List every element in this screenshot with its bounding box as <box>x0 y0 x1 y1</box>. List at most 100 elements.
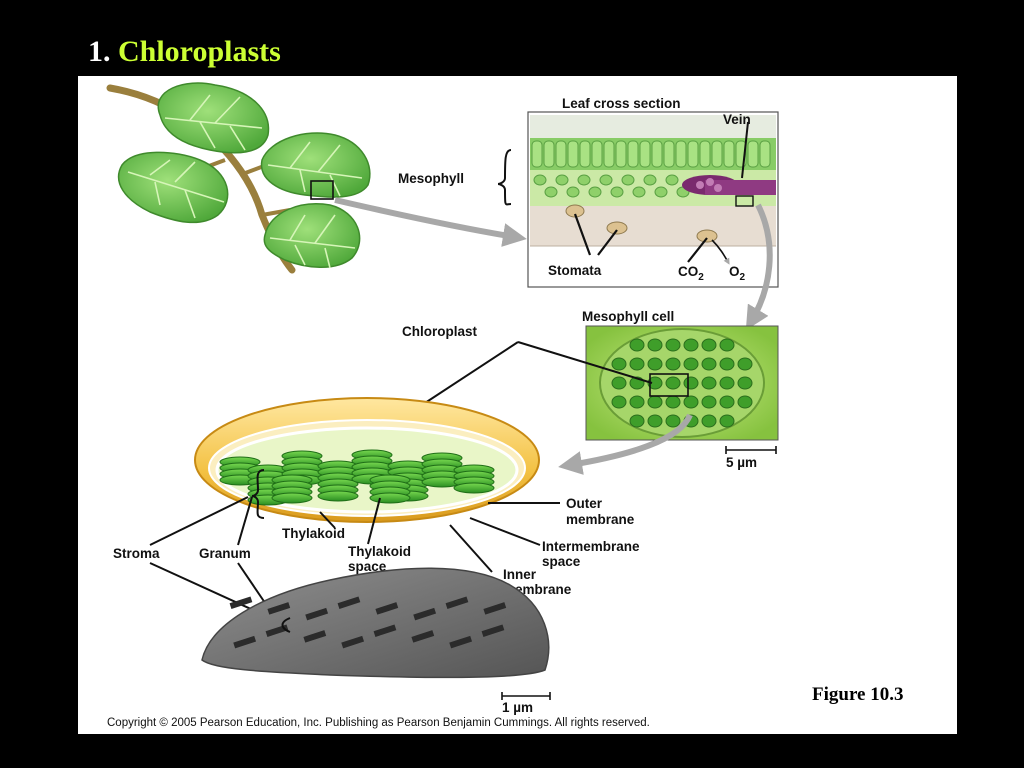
spongy-cell <box>643 174 657 186</box>
spongy-cell <box>555 174 569 186</box>
spongy-cell <box>621 174 635 186</box>
palisade-cell <box>579 140 591 168</box>
spongy-cell <box>632 186 646 198</box>
label-granum: Granum <box>199 546 251 561</box>
palisade-cell <box>663 140 675 168</box>
o2-subscript: 2 <box>740 272 746 283</box>
copyright-notice: Copyright © 2005 Pearson Education, Inc.… <box>107 717 650 729</box>
electron-micrograph: 1 µm <box>201 567 551 715</box>
cell-chloroplast <box>737 357 753 371</box>
cell-chloroplast <box>629 395 645 409</box>
co2-text: CO <box>678 264 698 279</box>
zoom-box-cross-section <box>735 195 754 207</box>
stomata-pores <box>565 204 718 243</box>
mesophyll-cell: Mesophyll cell 5 µm <box>582 309 779 470</box>
cell-chloroplast <box>665 414 681 428</box>
cell-chloroplast <box>629 414 645 428</box>
label-intermembrane-1: Intermembrane <box>542 539 640 554</box>
cell-chloroplast <box>629 357 645 371</box>
cell-chloroplast <box>683 338 699 352</box>
leaf-branch <box>106 82 371 274</box>
palisade-cell <box>723 140 735 168</box>
palisade-cell <box>675 140 687 168</box>
label-thylakoid: Thylakoid <box>282 526 345 541</box>
micrograph-granum <box>411 630 435 643</box>
palisade-cell <box>627 140 639 168</box>
cell-chloroplast <box>647 414 663 428</box>
cell-chloroplast <box>611 357 627 371</box>
palisade-cell <box>639 140 651 168</box>
spongy-cell <box>588 186 602 198</box>
palisade-cell <box>531 140 543 168</box>
micrograph-granum <box>445 596 469 609</box>
thylakoid-disk <box>369 492 411 504</box>
o2-text: O <box>729 264 740 279</box>
leaf <box>157 82 270 154</box>
micrograph-granum <box>305 607 329 621</box>
spongy-cell <box>599 174 613 186</box>
micrograph-granum <box>267 602 291 615</box>
figure-number: Figure 10.3 <box>812 684 903 705</box>
cell-chloroplast <box>683 376 699 390</box>
palisade-cell <box>747 140 759 168</box>
cell-chloroplast <box>701 414 717 428</box>
zoom-arrow-3 <box>558 413 693 475</box>
label-mesophyll-cell: Mesophyll cell <box>582 309 674 324</box>
spongy-cells <box>533 174 690 198</box>
leaf-cross-section: Leaf cross section Vein Mesophyll Stomat… <box>398 96 779 288</box>
label-intermembrane-2: space <box>542 554 581 569</box>
micrograph-granum <box>483 602 507 615</box>
cell-chloroplast <box>719 395 735 409</box>
thylakoid-disk <box>453 482 495 494</box>
cell-chloroplast <box>665 338 681 352</box>
vein <box>682 175 776 195</box>
palisade-cell <box>687 140 699 168</box>
micrograph-granum <box>303 630 327 643</box>
micrograph-granum <box>341 635 365 649</box>
thylakoid-disk <box>317 490 359 502</box>
palisade-cell <box>543 140 555 168</box>
label-chloroplast: Chloroplast <box>402 324 478 339</box>
zoom-box-cell <box>649 373 689 397</box>
spongy-cell <box>566 186 580 198</box>
leaf <box>260 132 371 198</box>
palisade-cell <box>615 140 627 168</box>
cell-chloroplast <box>719 414 735 428</box>
palisade-cell <box>699 140 711 168</box>
label-outer-membrane-2: membrane <box>566 512 635 527</box>
leaf <box>263 203 361 269</box>
cell-chloroplast <box>647 395 663 409</box>
zoom-arrow-2 <box>745 203 773 331</box>
label-scale-5um: 5 µm <box>726 455 757 470</box>
cell-chloroplast <box>665 357 681 371</box>
cell-chloroplast <box>719 376 735 390</box>
cell-chloroplast <box>737 376 753 390</box>
label-thylakoid-space-2: space <box>348 559 387 574</box>
spongy-cell <box>577 174 591 186</box>
thylakoid-disk <box>271 492 313 504</box>
cell-chloroplasts <box>611 338 753 428</box>
label-stomata: Stomata <box>548 263 602 278</box>
cell-chloroplast <box>719 357 735 371</box>
zoom-box-leaf <box>310 180 334 200</box>
label-leaf-cross-section: Leaf cross section <box>562 96 681 111</box>
grana-stacks <box>219 449 495 506</box>
cell-chloroplast <box>701 357 717 371</box>
palisade-cell <box>555 140 567 168</box>
chloroplast-cutaway <box>194 397 540 523</box>
palisade-cell <box>711 140 723 168</box>
label-scale-1um: 1 µm <box>502 700 533 715</box>
palisade-cell <box>591 140 603 168</box>
cell-chloroplast <box>737 395 753 409</box>
cell-chloroplast <box>647 376 663 390</box>
spongy-cell <box>533 174 547 186</box>
palisade-cell <box>603 140 615 168</box>
cell-chloroplast <box>719 338 735 352</box>
cell-chloroplast <box>647 357 663 371</box>
slide-number: 1. <box>88 35 111 68</box>
spongy-cell <box>665 174 679 186</box>
label-inner-membrane-1: Inner <box>503 567 537 582</box>
micrograph-granum <box>413 607 437 621</box>
cell-chloroplast <box>683 395 699 409</box>
spongy-cell <box>610 186 624 198</box>
